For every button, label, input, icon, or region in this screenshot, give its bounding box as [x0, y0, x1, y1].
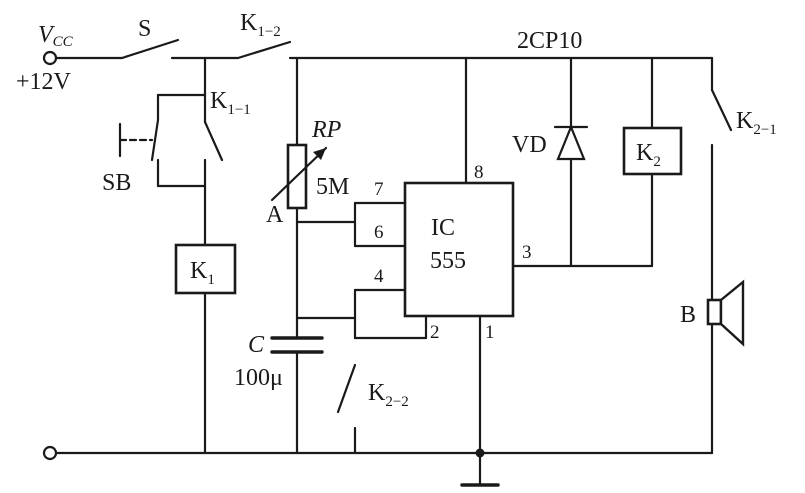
- switch-s[interactable]: [120, 38, 180, 60]
- contact-k2-2: [336, 363, 357, 414]
- label-pin-7: 7: [374, 179, 384, 200]
- label-k1-1: K1−1: [210, 88, 251, 118]
- label-switch-s: S: [138, 16, 151, 42]
- label-pin-3: 3: [522, 242, 532, 263]
- label-pin-6: 6: [374, 222, 384, 243]
- label-node-a: A: [266, 202, 284, 228]
- diode-vd-triangle: [556, 124, 586, 161]
- pushbutton-sb[interactable]: [150, 118, 160, 162]
- vcc-terminal: [42, 50, 58, 66]
- label-k2: K2: [636, 140, 661, 170]
- label-sb: SB: [102, 170, 131, 196]
- label-diode-part: 2CP10: [517, 28, 582, 54]
- label-k2-1: K2−1: [736, 108, 777, 138]
- label-capacitor: C: [248, 332, 265, 358]
- relay-coil-k2: [622, 126, 683, 176]
- label-capacitor-value: 100μ: [234, 365, 283, 391]
- ic-555: [403, 181, 515, 318]
- speaker-b-body: [706, 298, 723, 326]
- ground-terminal: [42, 445, 58, 461]
- label-ic-line1: IC: [431, 215, 455, 241]
- potentiometer-arrowhead: [313, 148, 326, 160]
- label-pin-1: 1: [485, 322, 495, 343]
- label-k2-2: K2−2: [368, 380, 409, 410]
- label-k1-2: K1−2: [240, 10, 281, 40]
- label-k1: K1: [190, 258, 215, 288]
- label-voltage: +12V: [16, 69, 72, 95]
- contact-k1-2: [236, 40, 292, 60]
- label-rp: RP: [311, 117, 342, 143]
- contact-k2-1: [710, 88, 733, 132]
- label-pin-4: 4: [374, 266, 384, 287]
- label-diode-vd: VD: [512, 132, 547, 158]
- potentiometer-arrow: [270, 146, 328, 202]
- speaker-b-cone: [719, 279, 745, 347]
- label-pin-2: 2: [430, 322, 440, 343]
- label-ic-line2: 555: [430, 248, 466, 274]
- label-speaker: B: [680, 302, 696, 328]
- label-pin-8: 8: [474, 162, 484, 183]
- label-vcc: VCC: [38, 22, 74, 50]
- contact-k1-1: [203, 120, 224, 162]
- label-rp-value: 5M: [316, 174, 349, 200]
